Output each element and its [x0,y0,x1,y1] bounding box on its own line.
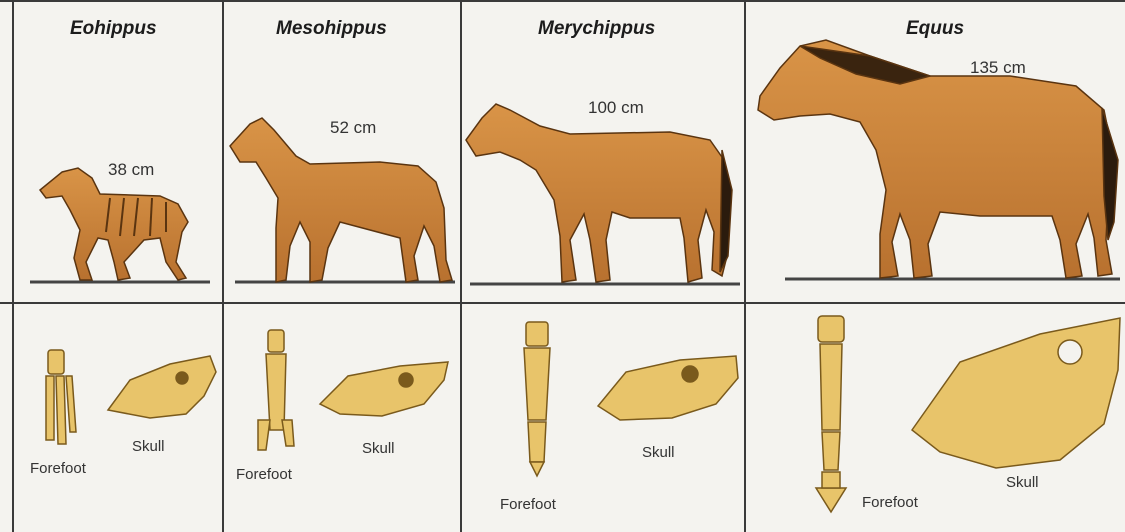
species-title-merychippus: Merychippus [538,18,655,40]
forefoot-label-eohippus: Forefoot [30,460,86,477]
skull-label-merychippus: Skull [642,444,675,461]
height-label-mesohippus: 52 cm [330,118,376,138]
height-label-eohippus: 38 cm [108,160,154,180]
eohippus-horse-illustration [40,168,188,280]
equus-horse-illustration [758,40,1118,278]
forefoot-label-mesohippus: Forefoot [236,466,292,483]
merychippus-horse-illustration [466,104,732,282]
species-title-eohippus: Eohippus [70,18,157,40]
skull-label-eohippus: Skull [132,438,165,455]
forefoot-label-equus: Forefoot [862,494,918,511]
forefoot-label-merychippus: Forefoot [500,496,556,513]
mesohippus-horse-illustration [230,118,452,282]
height-label-equus: 135 cm [970,58,1026,78]
height-label-merychippus: 100 cm [588,98,644,118]
species-title-mesohippus: Mesohippus [276,18,387,40]
skull-label-mesohippus: Skull [362,440,395,457]
species-title-equus: Equus [906,18,964,40]
skull-label-equus: Skull [1006,474,1039,491]
